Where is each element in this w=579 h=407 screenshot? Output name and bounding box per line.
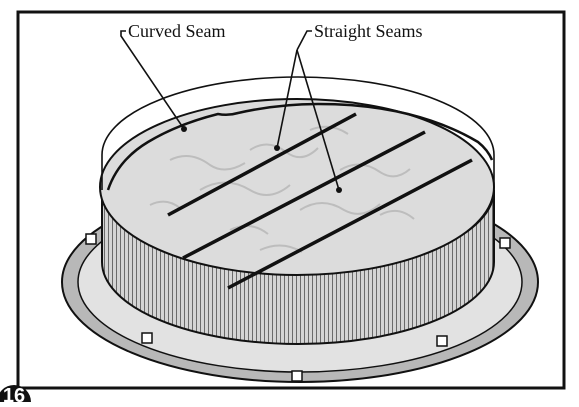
ring-post [500,238,510,248]
ring-post [86,234,96,244]
step-number-text: 16 [3,385,25,402]
label-curved-seam-text: Curved Seam [128,21,225,41]
ring-post [142,333,152,343]
ring-post [292,371,302,381]
label-straight-seams-text: Straight Seams [314,21,423,41]
ring-post [437,336,447,346]
